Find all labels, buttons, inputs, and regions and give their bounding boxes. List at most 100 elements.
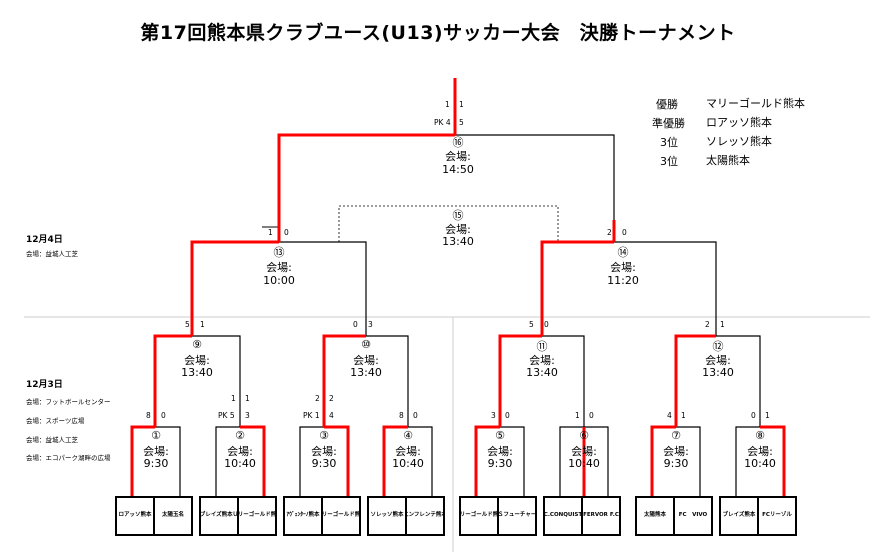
score: 2: [607, 228, 612, 237]
match-venue-label: 会場:: [227, 445, 253, 458]
match-time: 10:40: [224, 457, 256, 470]
score: 0: [544, 320, 549, 329]
day1-date: 12月3日: [26, 380, 63, 390]
match-venue-label: 会場:: [610, 261, 636, 274]
score: 1: [200, 320, 205, 329]
match-number: ②: [235, 429, 245, 442]
team-name: ｱｳﾞｪﾝﾀｰﾉ熊本: [286, 512, 320, 519]
score: 0: [161, 411, 166, 420]
match-time: 10:00: [263, 274, 295, 287]
score: 0: [353, 320, 358, 329]
match-number: ⑬: [273, 246, 285, 259]
team-name: マリーゴールド熊本: [238, 512, 276, 519]
score-pk: 3: [245, 411, 250, 420]
match-time: 13:40: [181, 366, 213, 379]
score: 0: [284, 228, 289, 237]
team-name: 太陽熊本: [643, 512, 666, 519]
day2-date: 12月4日: [26, 235, 63, 245]
match-number: ⑩: [361, 338, 371, 351]
match-venue-label: 会場:: [395, 445, 421, 458]
team-boxes: [115, 496, 797, 536]
score: 5: [529, 320, 534, 329]
day2-venue: 会場：益城人工芝: [26, 250, 78, 258]
score: 5: [185, 320, 190, 329]
match-time: 10:40: [744, 457, 776, 470]
match-venue-label: 会場:: [529, 354, 555, 367]
team-name: ブレイズ熊本: [722, 512, 756, 519]
score: 2: [705, 320, 710, 329]
match-venue-label: 会場:: [445, 223, 471, 236]
match-number: ⑪: [536, 340, 548, 353]
match-time: 10:40: [568, 457, 600, 470]
result-rank: 準優勝: [652, 117, 685, 130]
match-time: 13:40: [442, 235, 474, 248]
team-name: FERVOR F.C: [583, 512, 619, 519]
match-venue-label: 会場:: [353, 354, 379, 367]
match-time: 14:50: [442, 163, 474, 176]
team-name: 太陽玉名: [161, 512, 184, 519]
match-time: 9:30: [143, 457, 169, 470]
result-team: 太陽熊本: [706, 154, 750, 167]
match-time: 13:40: [350, 366, 382, 379]
score-pk: PK 1: [303, 411, 320, 420]
score: 1: [231, 394, 236, 403]
score: 0: [589, 411, 594, 420]
result-team: マリーゴールド熊本: [706, 97, 805, 110]
match-venue-label: 会場:: [487, 445, 513, 458]
third-place-frame: [338, 205, 559, 242]
match-venue-label: 会場:: [184, 354, 210, 367]
score: 2: [315, 394, 320, 403]
match-time: 9:30: [311, 457, 337, 470]
score: 3: [491, 411, 496, 420]
page-title: 第17回熊本県クラブユース(U13)サッカー大会 決勝トーナメント: [140, 22, 736, 44]
match-number: ⑨: [192, 338, 202, 351]
team-name: マリーゴールド熊本: [322, 512, 360, 519]
match-time: 9:30: [663, 457, 689, 470]
score: 8: [399, 411, 404, 420]
match-number: ⑥: [579, 429, 589, 442]
score: 0: [505, 411, 510, 420]
match-number: ⑮: [452, 209, 464, 222]
match-number: ⑫: [712, 340, 724, 353]
day1-venue: 会場：エコパーク湖畔の広場: [26, 454, 111, 462]
match-number: ④: [403, 429, 413, 442]
match-number: ⑦: [671, 429, 681, 442]
result-rank: 3位: [660, 155, 678, 168]
day1-venue: 会場：フットボールセンター: [26, 398, 111, 406]
result-rank: 優勝: [656, 98, 678, 111]
score: 3: [368, 320, 373, 329]
result-team: ロアッソ熊本: [706, 116, 772, 129]
team-name: FC VIVO: [678, 512, 708, 519]
score: 4: [667, 411, 672, 420]
winner-paths: [130, 78, 786, 497]
result-rank: 3位: [660, 136, 678, 149]
match-number: ⑭: [617, 246, 629, 259]
team-name: FCリーゾル: [762, 512, 792, 519]
score: 0: [413, 411, 418, 420]
day1-venue: 会場：スポーツ広場: [26, 417, 85, 425]
score: 1: [245, 394, 250, 403]
score: 1: [268, 228, 273, 237]
score-pk: PK 5: [218, 411, 235, 420]
match-time: 13:40: [702, 366, 734, 379]
result-team: ソレッソ熊本: [706, 135, 772, 148]
match-venue-label: 会場:: [143, 445, 169, 458]
team-name: エンフレンテ熊本: [406, 512, 444, 519]
match-number: ①: [151, 429, 161, 442]
match-time: 13:40: [526, 366, 558, 379]
match-number: ⑧: [755, 429, 765, 442]
score: 2: [329, 394, 334, 403]
day1-venue: 会場：益城人工芝: [26, 436, 78, 444]
score: 1: [720, 320, 725, 329]
score-pk: PK 4: [434, 118, 451, 127]
match-number: ⑤: [495, 429, 505, 442]
score: 1: [681, 411, 686, 420]
match-venue-label: 会場:: [266, 261, 292, 274]
score-pk: 5: [459, 118, 464, 127]
match-venue-label: 会場:: [705, 354, 731, 367]
match-venue-label: 会場:: [445, 150, 471, 163]
match-venue-label: 会場:: [571, 445, 597, 458]
team-name: ソレッソ熊本: [370, 512, 404, 519]
score-pk: 4: [329, 411, 334, 420]
match-time: 9:30: [487, 457, 513, 470]
